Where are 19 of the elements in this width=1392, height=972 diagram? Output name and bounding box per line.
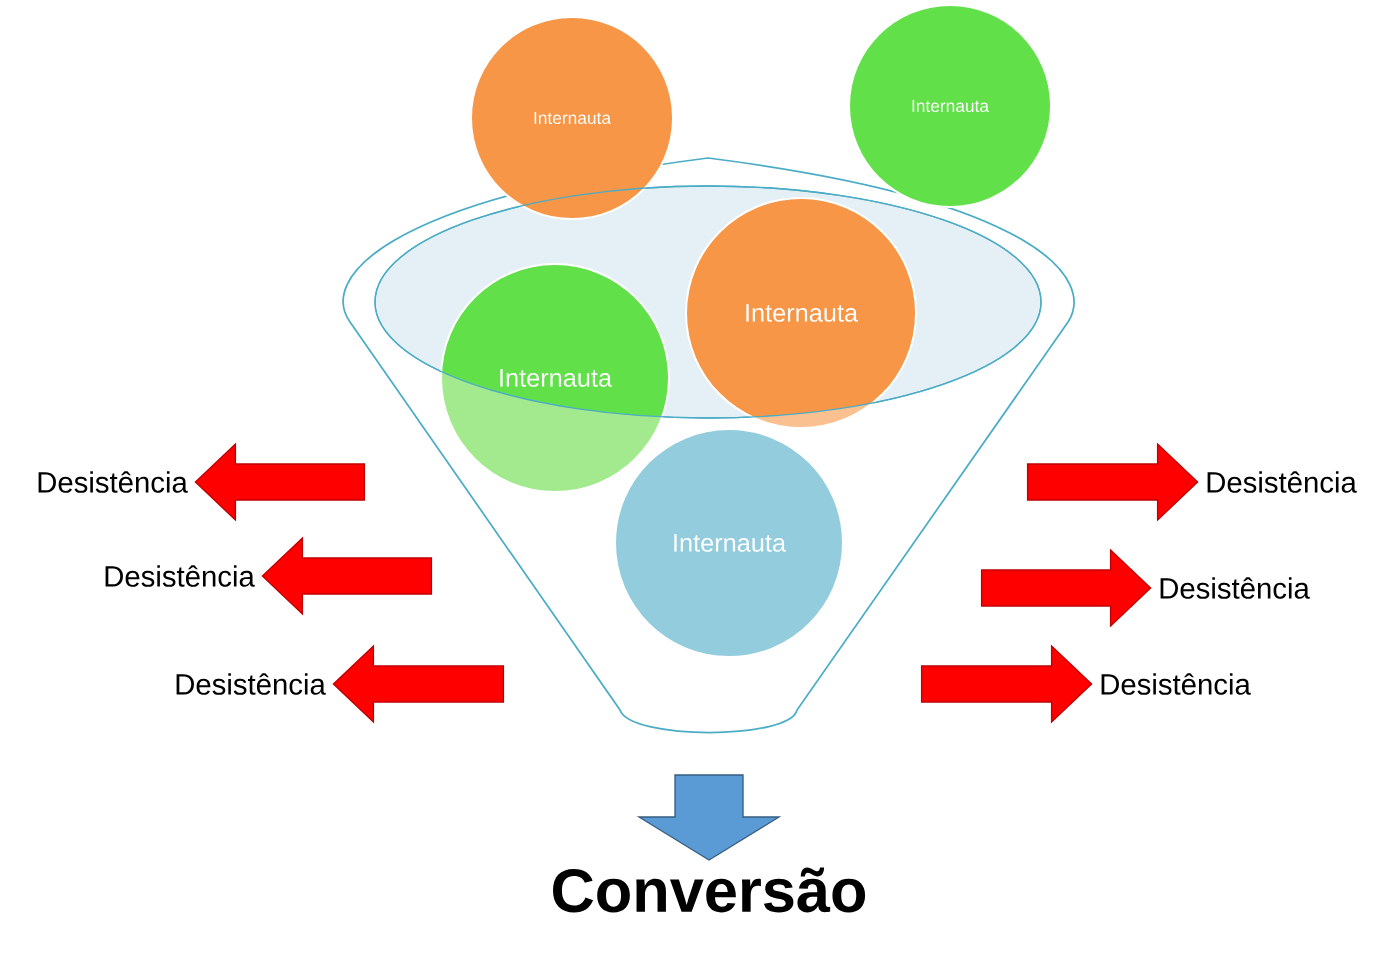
text-label: Desistência <box>176 673 326 695</box>
text-label: Desistência <box>1160 577 1310 599</box>
block-arrow <box>261 536 433 616</box>
circle-node: Internauta <box>848 4 1052 208</box>
circle-node: Internauta <box>685 197 917 429</box>
circle-node: Internauta <box>440 263 670 493</box>
block-arrow <box>332 644 505 724</box>
block-arrow <box>1026 442 1199 522</box>
text-label: Desistência <box>1101 673 1251 695</box>
block-arrow <box>980 548 1152 628</box>
circle-node: Internauta <box>614 428 844 658</box>
text-label: Desistência <box>105 565 255 587</box>
result-label: Conversão <box>553 867 866 913</box>
block-arrow <box>920 644 1093 724</box>
block-arrow <box>636 774 782 861</box>
text-label: Desistência <box>38 471 188 493</box>
text-label: Desistência <box>1207 471 1357 493</box>
circle-node: Internauta <box>470 16 674 220</box>
block-arrow <box>194 442 366 522</box>
